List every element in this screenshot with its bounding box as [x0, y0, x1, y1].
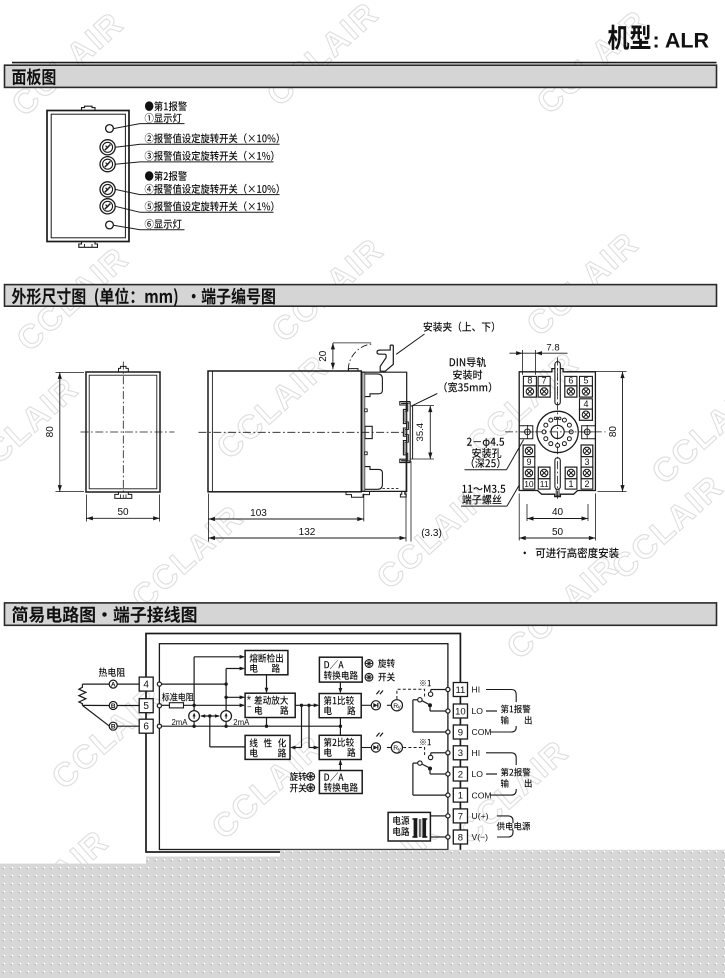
svg-text:35.4: 35.4	[415, 423, 426, 442]
svg-text:8: 8	[458, 832, 463, 843]
svg-text:LO: LO	[472, 769, 484, 779]
svg-text:3: 3	[584, 457, 589, 467]
svg-text:50: 50	[552, 527, 564, 538]
svg-text:2: 2	[458, 769, 463, 780]
svg-text:9: 9	[458, 727, 463, 738]
svg-text:11: 11	[540, 479, 549, 489]
svg-text:5: 5	[143, 701, 149, 712]
svg-text:U(+): U(+)	[472, 811, 489, 821]
svg-text:10: 10	[524, 479, 534, 489]
svg-text:6: 6	[143, 722, 149, 733]
svg-text:80: 80	[45, 426, 56, 438]
svg-text:HI: HI	[472, 685, 481, 695]
svg-text:1: 1	[569, 479, 574, 489]
svg-text:4: 4	[143, 680, 149, 691]
svg-text:R: R	[393, 745, 398, 752]
svg-text:50: 50	[117, 507, 129, 518]
svg-text:R: R	[393, 703, 398, 710]
svg-text:4: 4	[583, 399, 588, 409]
svg-text:80: 80	[608, 426, 619, 438]
svg-text:6: 6	[568, 376, 573, 386]
svg-text:A: A	[111, 682, 116, 689]
svg-text:*: *	[247, 695, 252, 707]
svg-text:2mA: 2mA	[171, 718, 188, 727]
svg-text:−: −	[247, 702, 252, 711]
svg-text:1: 1	[458, 791, 463, 802]
svg-text:7: 7	[458, 811, 463, 822]
svg-text:40: 40	[552, 507, 564, 518]
svg-text:2: 2	[584, 479, 589, 489]
svg-text:9: 9	[526, 457, 531, 467]
svg-text:LO: LO	[472, 706, 484, 716]
svg-text:COM: COM	[472, 790, 492, 800]
svg-text:COM: COM	[472, 727, 492, 737]
svg-text:y: y	[398, 747, 401, 753]
svg-text:7.8: 7.8	[546, 343, 559, 354]
svg-text:132: 132	[299, 527, 316, 538]
svg-text:5: 5	[583, 376, 588, 386]
svg-text:8: 8	[527, 376, 532, 386]
svg-text:B: B	[111, 703, 116, 710]
svg-text:20: 20	[318, 350, 329, 362]
svg-text:(3.3): (3.3)	[421, 528, 442, 539]
svg-text:7: 7	[542, 376, 547, 386]
svg-text:11: 11	[455, 685, 465, 696]
svg-text:HI: HI	[472, 748, 481, 758]
svg-text:10: 10	[455, 706, 466, 717]
svg-text:B: B	[111, 724, 116, 731]
svg-text:y: y	[398, 705, 401, 711]
svg-text:: ALR: : ALR	[653, 29, 710, 53]
svg-text:103: 103	[250, 508, 267, 519]
svg-text:V(−): V(−)	[472, 832, 489, 842]
svg-text:2mA: 2mA	[233, 718, 250, 727]
svg-text:3: 3	[458, 748, 463, 759]
